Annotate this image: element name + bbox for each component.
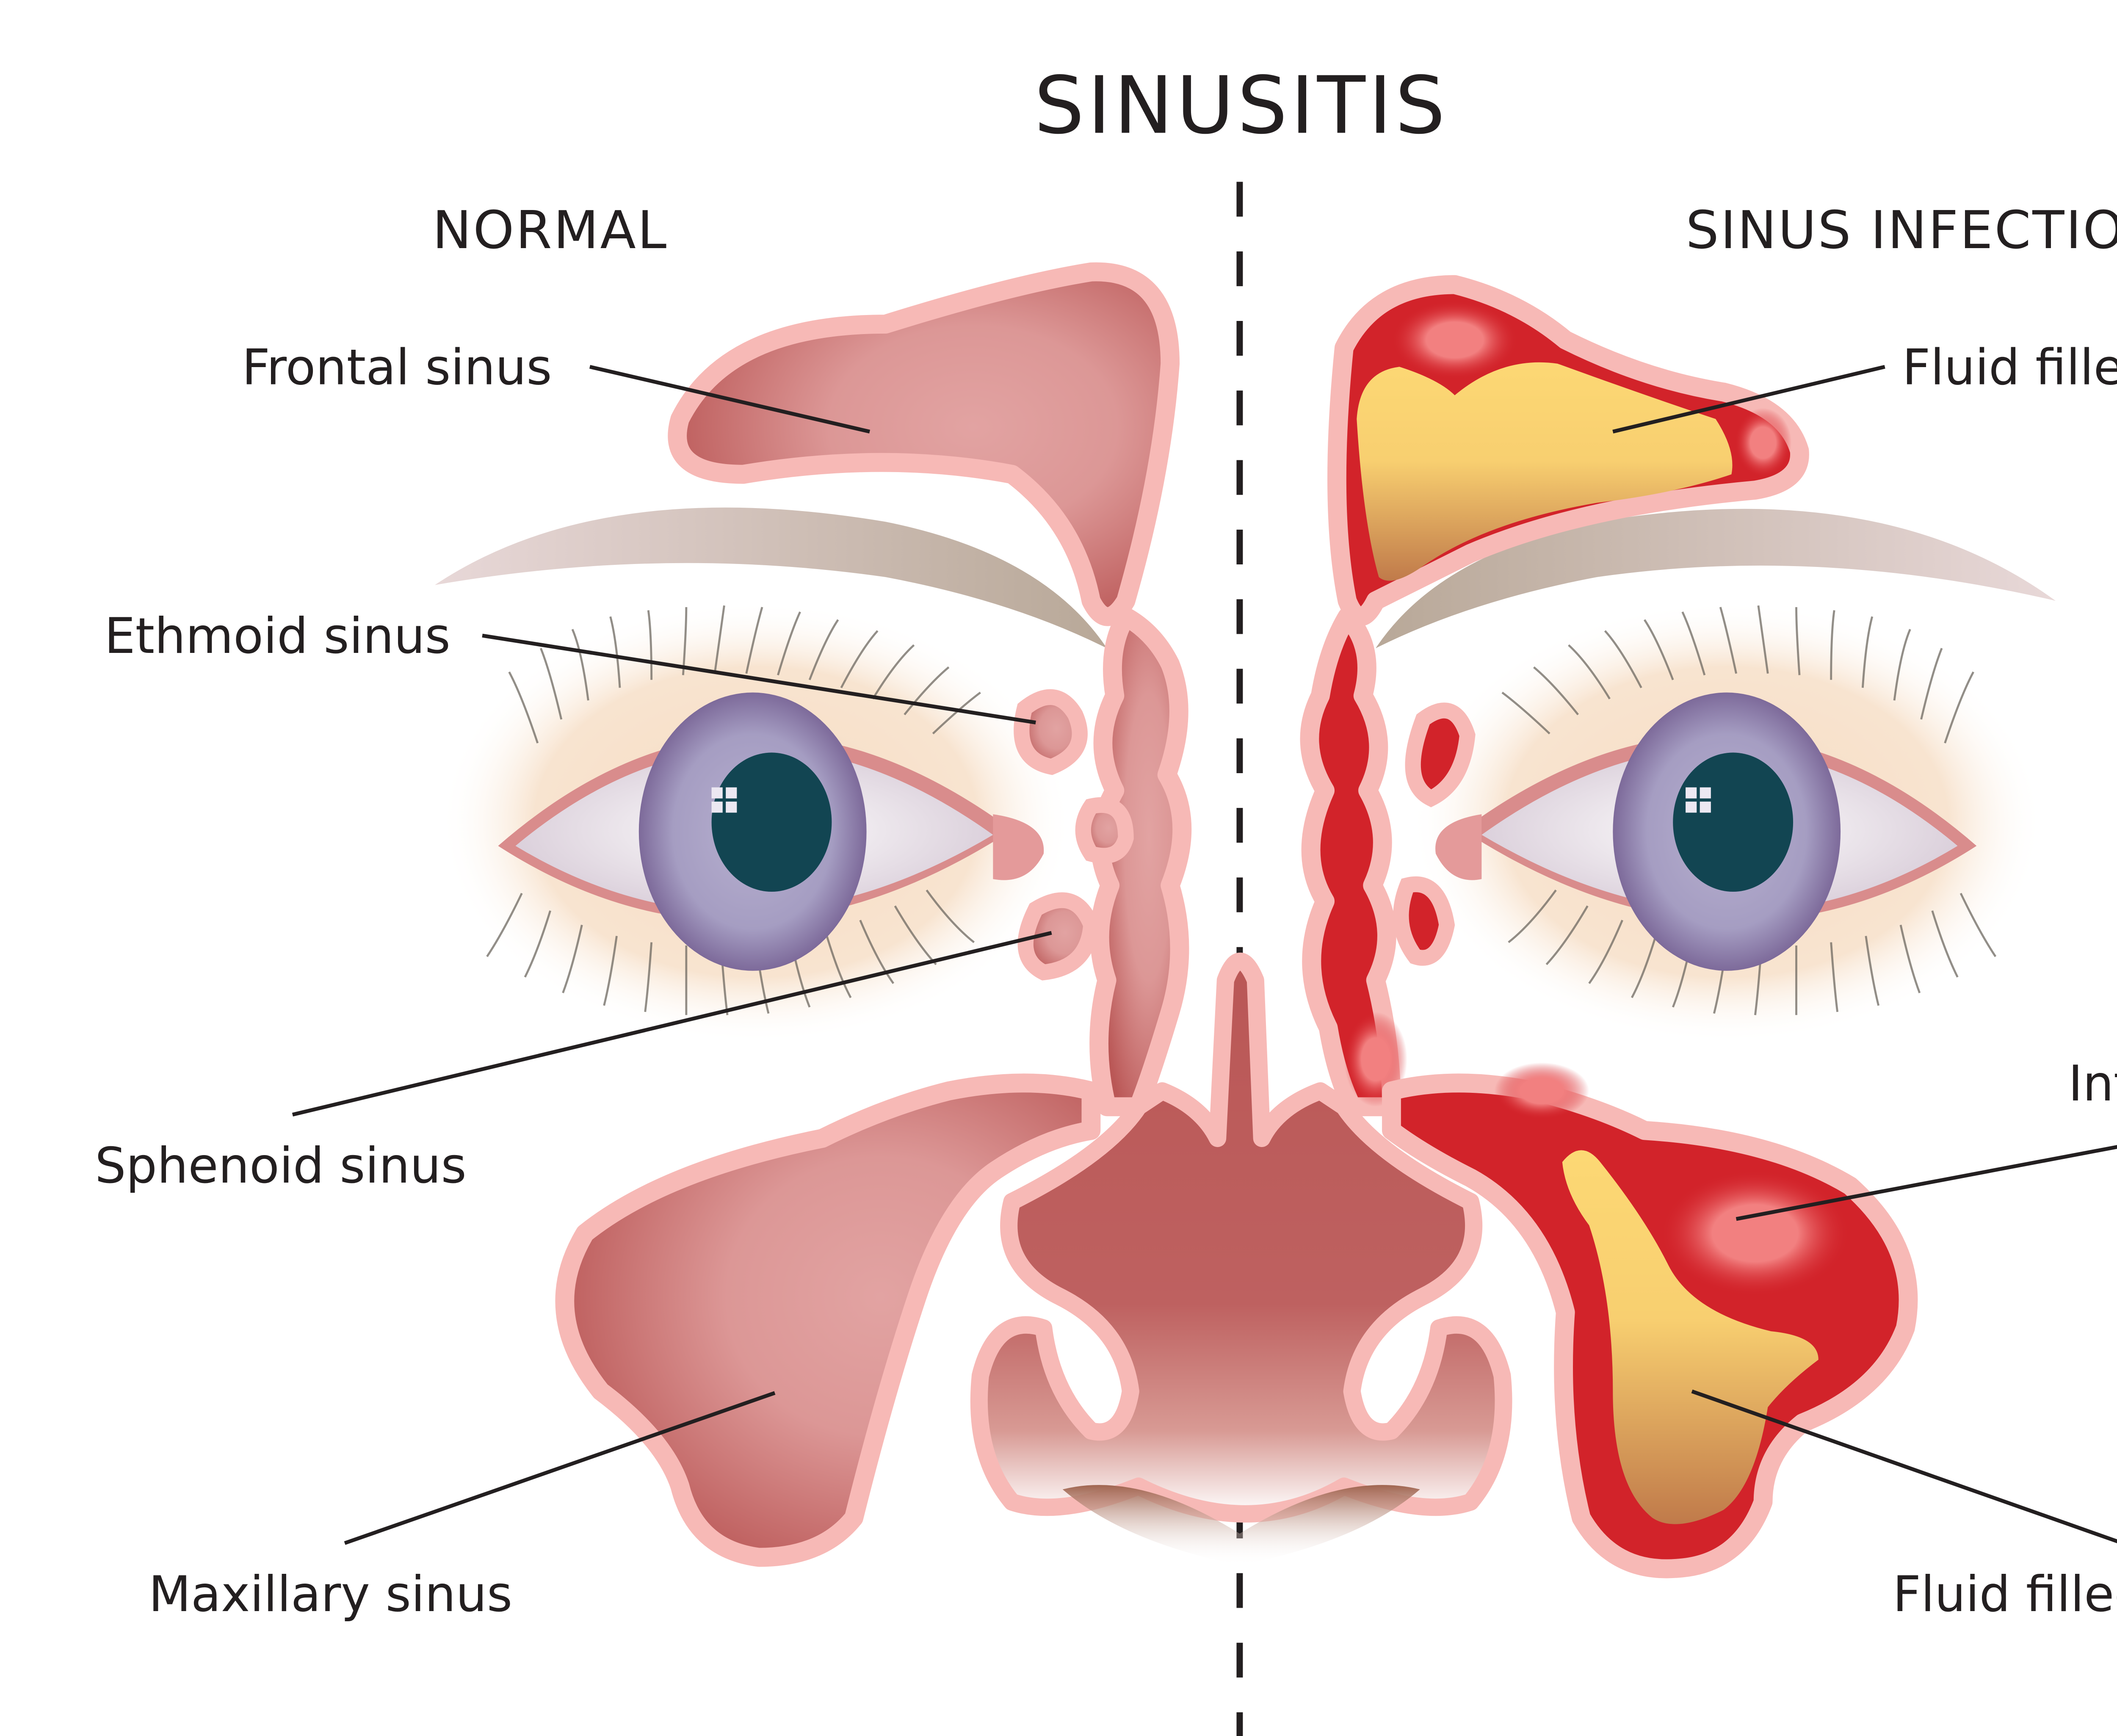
leader-frontal	[589, 365, 871, 434]
ethmoid-cell-normal	[1075, 797, 1134, 864]
eye-highlight-icon	[711, 787, 737, 813]
tear-duct	[1435, 814, 1482, 880]
pupil	[711, 752, 832, 892]
label-fluid-filled-frontal: Fluid filled sinuses	[1902, 339, 2117, 396]
right-eye	[1410, 600, 2043, 1044]
leader-inflammation	[1736, 1145, 2117, 1221]
infected-sinuses	[1300, 275, 1918, 1578]
inflammation-highlight	[1494, 1062, 1589, 1120]
maxillary-fluid	[1562, 1150, 1819, 1524]
eyelashes-icon	[486, 605, 981, 1015]
ethmoid-column-normal	[1089, 607, 1192, 1117]
label-frontal-sinus: Frontal sinus	[242, 339, 552, 396]
label-ethmoid-sinus: Ethmoid sinus	[104, 608, 450, 665]
sphenoid-sinus-normal	[1017, 892, 1099, 981]
label-sphenoid-sinus: Sphenoid sinus	[95, 1138, 467, 1194]
normal-sinuses	[555, 262, 1192, 1567]
eyelashes-icon	[1501, 605, 1997, 1015]
inflammation-highlight	[1660, 1170, 1850, 1296]
ethmoid-column-infected	[1300, 607, 1401, 1117]
tear-duct	[993, 814, 1044, 880]
nasal-cavity	[970, 953, 1512, 1565]
pupil	[1673, 752, 1794, 892]
leader-maxillary	[344, 1391, 776, 1545]
left-eye	[439, 600, 1072, 1044]
ethmoid-sinus-normal	[1014, 689, 1088, 775]
sinus-infection-heading: SINUS INFECTION	[1686, 200, 2117, 261]
ethmoid-cell-infected	[1393, 876, 1455, 966]
leader-lines	[292, 365, 2117, 1545]
ethmoid-sinus-infected	[1405, 702, 1476, 807]
diagram-title: SINUSITIS	[1034, 60, 1448, 152]
left-eyebrow	[435, 507, 1107, 648]
leader-fluid-maxillary	[1691, 1389, 2117, 1543]
label-fluid-filled-maxillary: Fluid filled sinuses	[1893, 1566, 2117, 1623]
inflammation-highlight	[1391, 300, 1518, 380]
label-inflammation: Inflammation	[2068, 1056, 2117, 1112]
right-eyebrow	[1376, 509, 2056, 648]
inflammation-highlight	[1734, 408, 1792, 478]
leader-sphenoid	[292, 931, 1052, 1117]
frontal-fluid	[1357, 362, 1733, 581]
leader-ethmoid	[482, 633, 1036, 724]
leader-fluid-frontal	[1612, 365, 1885, 434]
normal-heading: NORMAL	[432, 200, 668, 261]
nostril-shadow	[1062, 1485, 1420, 1565]
nasal-septum	[970, 953, 1512, 1523]
label-maxillary-sinus: Maxillary sinus	[149, 1566, 512, 1623]
frontal-sinus-normal	[668, 262, 1180, 626]
maxillary-sinus-normal	[555, 1073, 1101, 1567]
eye-highlight-icon	[1686, 787, 1711, 813]
